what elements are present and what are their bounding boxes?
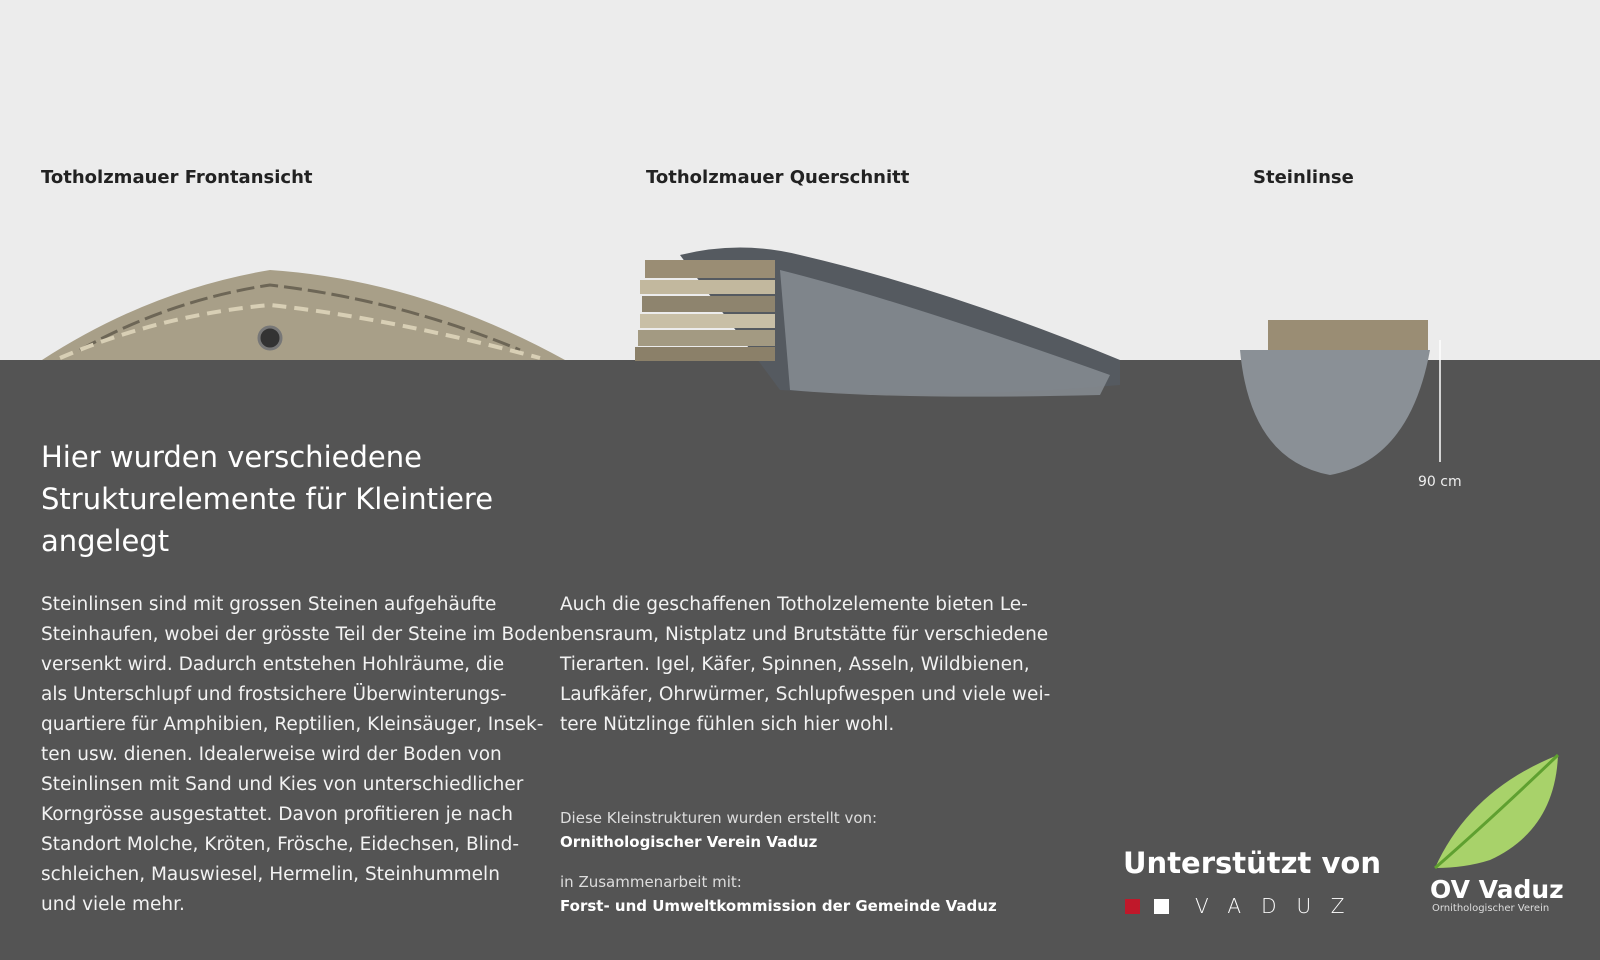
text-line: Steinlinsen mit Sand und Kies von unters…	[41, 774, 524, 795]
text-line: und viele mehr.	[41, 894, 185, 915]
text-line: quartiere für Amphibien, Reptilien, Klei…	[41, 714, 544, 735]
main-heading: Hier wurden verschiedene Strukturelement…	[41, 440, 494, 558]
text-line: Standort Molche, Kröten, Frösche, Eidech…	[41, 834, 520, 855]
cross-section-wall-illustration	[635, 247, 1120, 397]
text-line: als Unterschlupf und frostsichere Überwi…	[41, 684, 507, 705]
stone-lens-illustration	[1240, 320, 1441, 475]
vaduz-logo-text: VADUZ	[1195, 894, 1365, 918]
vaduz-logo: VADUZ	[1125, 894, 1364, 918]
cooperation-label: in Zusammenarbeit mit:	[560, 873, 742, 891]
text-line: ten usw. dienen. Idealerweise wird der B…	[41, 744, 502, 765]
text-line: Korngrösse ausgestattet. Davon profitier…	[41, 804, 513, 825]
front-view-wall-illustration	[42, 270, 565, 360]
white-square-icon	[1154, 898, 1169, 914]
created-by: Ornithologischer Verein Vaduz	[560, 833, 818, 851]
text-line: Steinlinsen sind mit grossen Steinen auf…	[41, 594, 497, 615]
text-line: tere Nützlinge fühlen sich hier wohl.	[560, 714, 895, 735]
support-label: Unterstützt von	[1123, 846, 1381, 880]
text-line: versenkt wird. Dadurch entstehen Hohlräu…	[41, 654, 505, 675]
illustrations	[42, 247, 1441, 475]
created-by-label: Diese Kleinstrukturen wurden erstellt vo…	[560, 809, 878, 827]
paragraph-deadwood: Auch die geschaffenen Totholzelemente bi…	[560, 590, 1050, 740]
paragraph-stone-lens: Steinlinsen sind mit grossen Steinen auf…	[41, 590, 560, 920]
text-line: schleichen, Mauswiesel, Hermelin, Steinh…	[41, 864, 500, 885]
text-line: Tierarten. Igel, Käfer, Spinnen, Asseln,…	[560, 654, 1030, 675]
cooperation: Forst- und Umweltkommission der Gemeinde…	[560, 897, 997, 915]
leaf-icon	[1434, 753, 1560, 870]
text-line: Steinhaufen, wobei der grösste Teil der …	[41, 624, 561, 645]
depth-label: 90 cm	[1418, 474, 1462, 490]
red-square-icon	[1125, 898, 1140, 914]
text-line: bensraum, Nistplatz und Brutstätte für v…	[560, 624, 1049, 645]
ov-logo-name: OV Vaduz	[1430, 875, 1564, 904]
text-line: Laufkäfer, Ohrwürmer, Schlupfwespen und …	[560, 684, 1051, 705]
ov-logo-subtitle: Ornithologischer Verein	[1432, 903, 1550, 914]
text-line: Auch die geschaffenen Totholzelemente bi…	[560, 594, 1028, 615]
credits: Diese Kleinstrukturen wurden erstellt vo…	[560, 806, 997, 918]
label-front-view: Totholzmauer Frontansicht	[41, 167, 313, 188]
label-cross-section: Totholzmauer Querschnitt	[646, 167, 910, 188]
label-stone-lens: Steinlinse	[1253, 167, 1354, 188]
